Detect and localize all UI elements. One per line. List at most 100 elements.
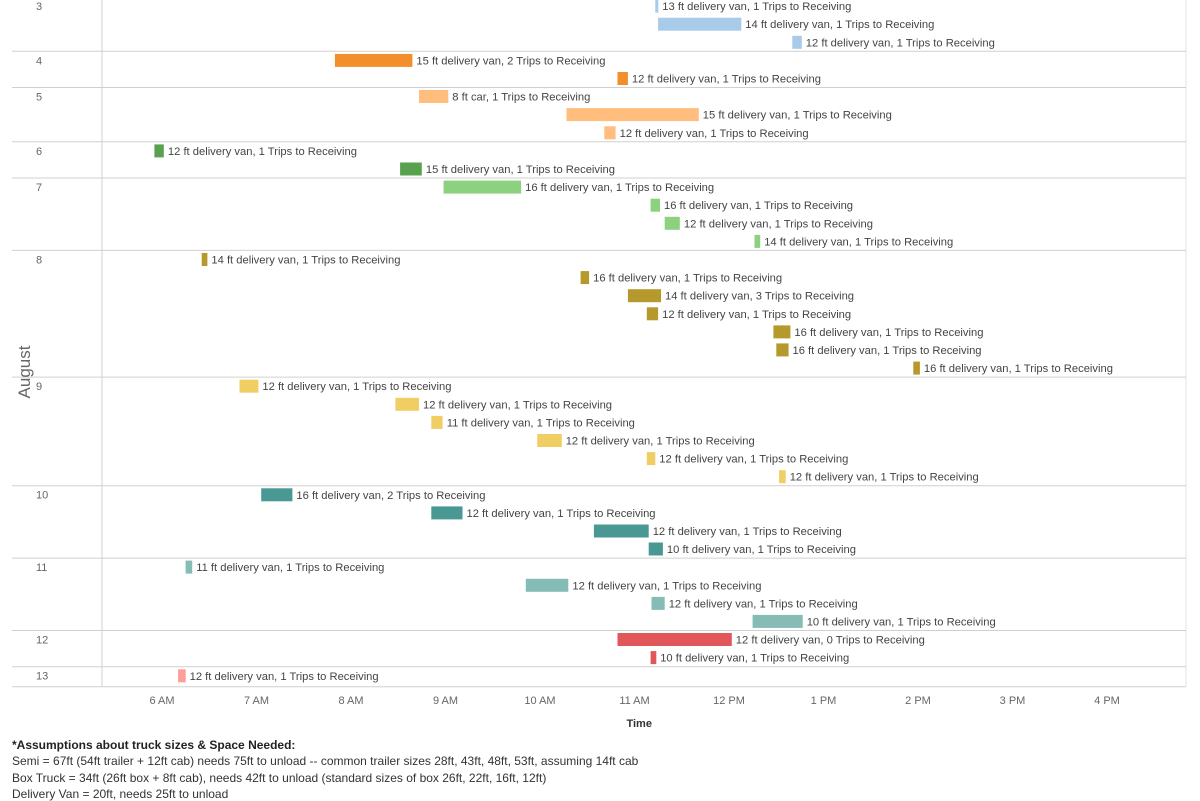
bar-label: 12 ft delivery van, 1 Trips to Receiving [572,580,761,592]
gantt-bar [261,488,293,502]
bar-label: 12 ft delivery van, 1 Trips to Receiving [467,508,656,520]
gantt-bar [650,651,657,665]
bar-label: 16 ft delivery van, 1 Trips to Receiving [664,200,853,212]
gantt-bar [593,524,649,538]
gantt-bar [431,506,463,520]
bar-label: 12 ft delivery van, 1 Trips to Receiving [620,128,809,140]
bar-label: 12 ft delivery van, 1 Trips to Receiving [632,74,821,86]
gantt-bar [395,397,419,411]
bar-label: 16 ft delivery van, 2 Trips to Receiving [296,490,485,502]
bar-label: 15 ft delivery van, 1 Trips to Receiving [426,164,615,176]
assumptions-title: *Assumptions about truck sizes & Space N… [12,738,296,752]
day-label: 12 [36,635,48,647]
gantt-bar [400,162,422,176]
day-label: 5 [36,92,42,104]
day-label: 8 [36,254,42,266]
day-label: 3 [36,1,42,13]
bar-label: 12 ft delivery van, 1 Trips to Receiving [566,436,755,448]
x-tick-label: 12 PM [713,695,745,707]
gantt-bar [604,126,616,140]
day-label: 7 [36,182,42,194]
gantt-bar [431,415,443,429]
x-tick-label: 9 AM [433,695,458,707]
bar-label: 16 ft delivery van, 1 Trips to Receiving [924,363,1113,375]
x-axis-title: Time [626,718,651,730]
gantt-bar [566,108,699,122]
gantt-bar [617,72,628,85]
gantt-bar [154,144,164,158]
bar-label: 10 ft delivery van, 1 Trips to Receiving [667,544,856,556]
gantt-bar [754,234,761,248]
gantt-bar [913,361,920,375]
bar-label: 14 ft delivery van, 1 Trips to Receiving [764,236,953,248]
day-label: 10 [36,490,48,502]
x-tick-label: 10 AM [524,695,555,707]
gantt-bar [650,198,660,212]
assumption-box-truck: Box Truck = 34ft (26ft box + 8ft cab), n… [12,771,547,785]
x-tick-label: 4 PM [1094,695,1120,707]
gantt-bar [776,343,789,357]
bar-label: 12 ft delivery van, 1 Trips to Receiving [684,218,873,230]
bar-label: 12 ft delivery van, 1 Trips to Receiving [262,381,451,393]
bar-label: 12 ft delivery van, 1 Trips to Receiving [190,671,379,683]
bar-label: 15 ft delivery van, 1 Trips to Receiving [703,110,892,122]
gantt-bar [525,578,569,592]
gantt-bar [178,669,186,683]
bar-label: 8 ft car, 1 Trips to Receiving [452,92,590,104]
x-tick-label: 3 PM [1000,695,1026,707]
x-tick-label: 7 AM [244,695,269,707]
day-label: 4 [36,55,42,67]
x-tick-label: 8 AM [338,695,363,707]
bar-label: 12 ft delivery van, 0 Trips to Receiving [736,635,925,647]
gantt-bar [627,289,661,303]
bar-label: 15 ft delivery van, 2 Trips to Receiving [416,55,605,67]
gantt-bar [779,470,786,484]
gantt-bar [752,614,803,628]
bar-label: 12 ft delivery van, 1 Trips to Receiving [168,146,357,158]
day-label: 6 [36,146,42,158]
x-tick-label: 6 AM [149,695,174,707]
gantt-bar [773,325,791,339]
bar-label: 12 ft delivery van, 1 Trips to Receiving [423,399,612,411]
gantt-bar [419,90,449,103]
bar-label: 16 ft delivery van, 1 Trips to Receiving [794,327,983,339]
gantt-bar [664,216,680,230]
bar-label: 10 ft delivery van, 1 Trips to Receiving [660,653,849,665]
bar-label: 16 ft delivery van, 1 Trips to Receiving [593,273,782,285]
assumption-semi: Semi = 67ft (54ft trailer + 12ft cab) ne… [12,754,639,768]
bar-label: 11 ft delivery van, 1 Trips to Receiving [196,562,384,574]
bar-label: 16 ft delivery van, 1 Trips to Receiving [525,182,714,194]
gantt-bar [537,434,562,447]
bar-label: 12 ft delivery van, 1 Trips to Receiving [669,598,858,610]
x-tick-label: 1 PM [811,695,837,707]
day-label: 11 [36,562,47,574]
gantt-bar [201,253,208,266]
day-label: 9 [36,381,42,393]
bar-label: 14 ft delivery van, 3 Trips to Receiving [665,291,854,303]
gantt-bar [651,596,665,610]
x-tick-label: 2 PM [905,695,931,707]
gantt-bar [580,271,590,285]
x-tick-label: 11 AM [619,695,649,707]
bar-label: 12 ft delivery van, 1 Trips to Receiving [659,454,848,466]
gantt-bar [658,17,742,31]
gantt-bar [185,560,193,574]
gantt-bar [646,452,656,466]
bar-label: 12 ft delivery van, 1 Trips to Receiving [662,309,851,321]
bar-label: 12 ft delivery van, 1 Trips to Receiving [653,526,842,538]
gantt-bar [655,0,659,13]
bar-label: 10 ft delivery van, 1 Trips to Receiving [807,616,996,628]
gantt-bar [617,633,732,646]
gantt-bar [443,180,522,194]
bar-label: 14 ft delivery van, 1 Trips to Receiving [745,19,934,31]
gantt-bar [792,35,802,49]
gantt-svg: 3 13 ft delivery van, 1 Trips to Receivin… [12,0,1187,730]
day-label: 13 [36,671,48,683]
gantt-bar [334,53,413,67]
gantt-bar [648,542,663,556]
gantt-bar [646,307,659,321]
bar-label: 12 ft delivery van, 1 Trips to Receiving [806,37,995,49]
assumption-delivery-van: Delivery Van = 20ft, needs 25ft to unloa… [12,787,229,801]
row-axis-title: August [15,345,34,398]
bar-label: 13 ft delivery van, 1 Trips to Receiving [662,1,851,13]
